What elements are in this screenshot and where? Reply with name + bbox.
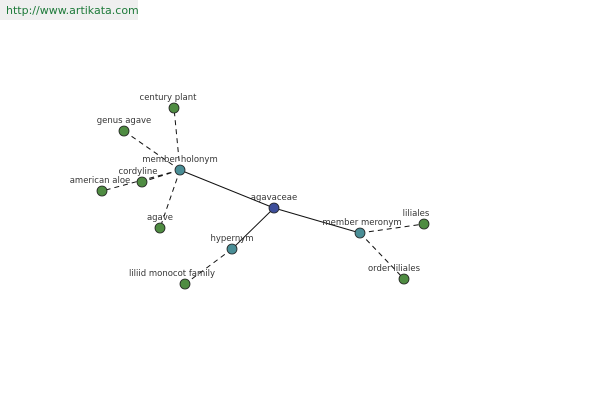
- node-member-meronym[interactable]: member meronym: [322, 218, 402, 239]
- node-marker-member-holonym[interactable]: [174, 164, 186, 176]
- edge-agavaceae-to-member-holonym: [179, 169, 275, 209]
- node-liliales[interactable]: liliales: [403, 209, 430, 230]
- node-label-order-liliales[interactable]: order liliales: [368, 264, 421, 274]
- edge-member-holonym-to-agave: [159, 169, 181, 229]
- edge-member-holonym-to-cordyline: [141, 169, 181, 183]
- nodes-layer: agavaceae member holonym member meronym hyp…: [70, 93, 430, 290]
- node-member-holonym[interactable]: member holonym: [142, 155, 218, 176]
- edge-agavaceae-to-hypernym: [231, 207, 275, 250]
- node-agavaceae[interactable]: agavaceae: [251, 193, 297, 214]
- node-marker-liliid-monocot-family[interactable]: [179, 278, 191, 290]
- node-label-agave[interactable]: agave: [147, 213, 173, 223]
- node-marker-member-meronym[interactable]: [354, 227, 366, 239]
- node-order-liliales[interactable]: order liliales: [368, 264, 421, 285]
- node-genus-agave[interactable]: genus agave: [97, 116, 152, 137]
- node-century-plant[interactable]: century plant: [140, 93, 198, 114]
- node-label-century-plant[interactable]: century plant: [140, 93, 198, 103]
- edge-member-holonym-to-genus-agave: [123, 130, 181, 171]
- node-marker-cordyline[interactable]: [136, 176, 148, 188]
- node-marker-agavaceae[interactable]: [268, 202, 280, 214]
- node-marker-liliales[interactable]: [418, 218, 430, 230]
- site-url[interactable]: http://www.artikata.com: [6, 4, 139, 17]
- node-hypernym[interactable]: hypernym: [210, 234, 254, 255]
- node-american-aloe[interactable]: american aloe: [70, 176, 131, 197]
- edge-hypernym-to-liliid-monocot-family: [184, 248, 233, 285]
- node-agave[interactable]: agave: [147, 213, 173, 234]
- node-liliid-monocot-family[interactable]: liliid monocot family: [129, 269, 215, 290]
- node-label-american-aloe[interactable]: american aloe: [70, 176, 131, 186]
- node-marker-order-liliales[interactable]: [398, 273, 410, 285]
- edge-member-meronym-to-order-liliales: [359, 232, 405, 280]
- node-marker-century-plant[interactable]: [168, 102, 180, 114]
- edge-agavaceae-to-member-meronym: [273, 207, 361, 234]
- node-marker-agave[interactable]: [154, 222, 166, 234]
- node-label-liliid-monocot-family[interactable]: liliid monocot family: [129, 269, 215, 279]
- node-marker-hypernym[interactable]: [226, 243, 238, 255]
- node-label-cordyline[interactable]: cordyline: [119, 167, 158, 177]
- node-label-hypernym[interactable]: hypernym: [210, 234, 253, 244]
- node-label-member-holonym[interactable]: member holonym: [142, 155, 217, 165]
- node-label-member-meronym[interactable]: member meronym: [322, 218, 401, 228]
- edge-member-meronym-to-liliales: [359, 223, 425, 234]
- edge-member-holonym-to-century-plant: [173, 107, 181, 171]
- node-label-genus-agave[interactable]: genus agave: [97, 116, 152, 126]
- node-marker-genus-agave[interactable]: [118, 125, 130, 137]
- node-marker-american-aloe[interactable]: [96, 185, 108, 197]
- url-bar: http://www.artikata.com: [0, 0, 139, 20]
- node-label-agavaceae[interactable]: agavaceae: [251, 193, 297, 203]
- node-label-liliales[interactable]: liliales: [403, 209, 430, 219]
- node-cordyline[interactable]: cordyline: [119, 167, 158, 188]
